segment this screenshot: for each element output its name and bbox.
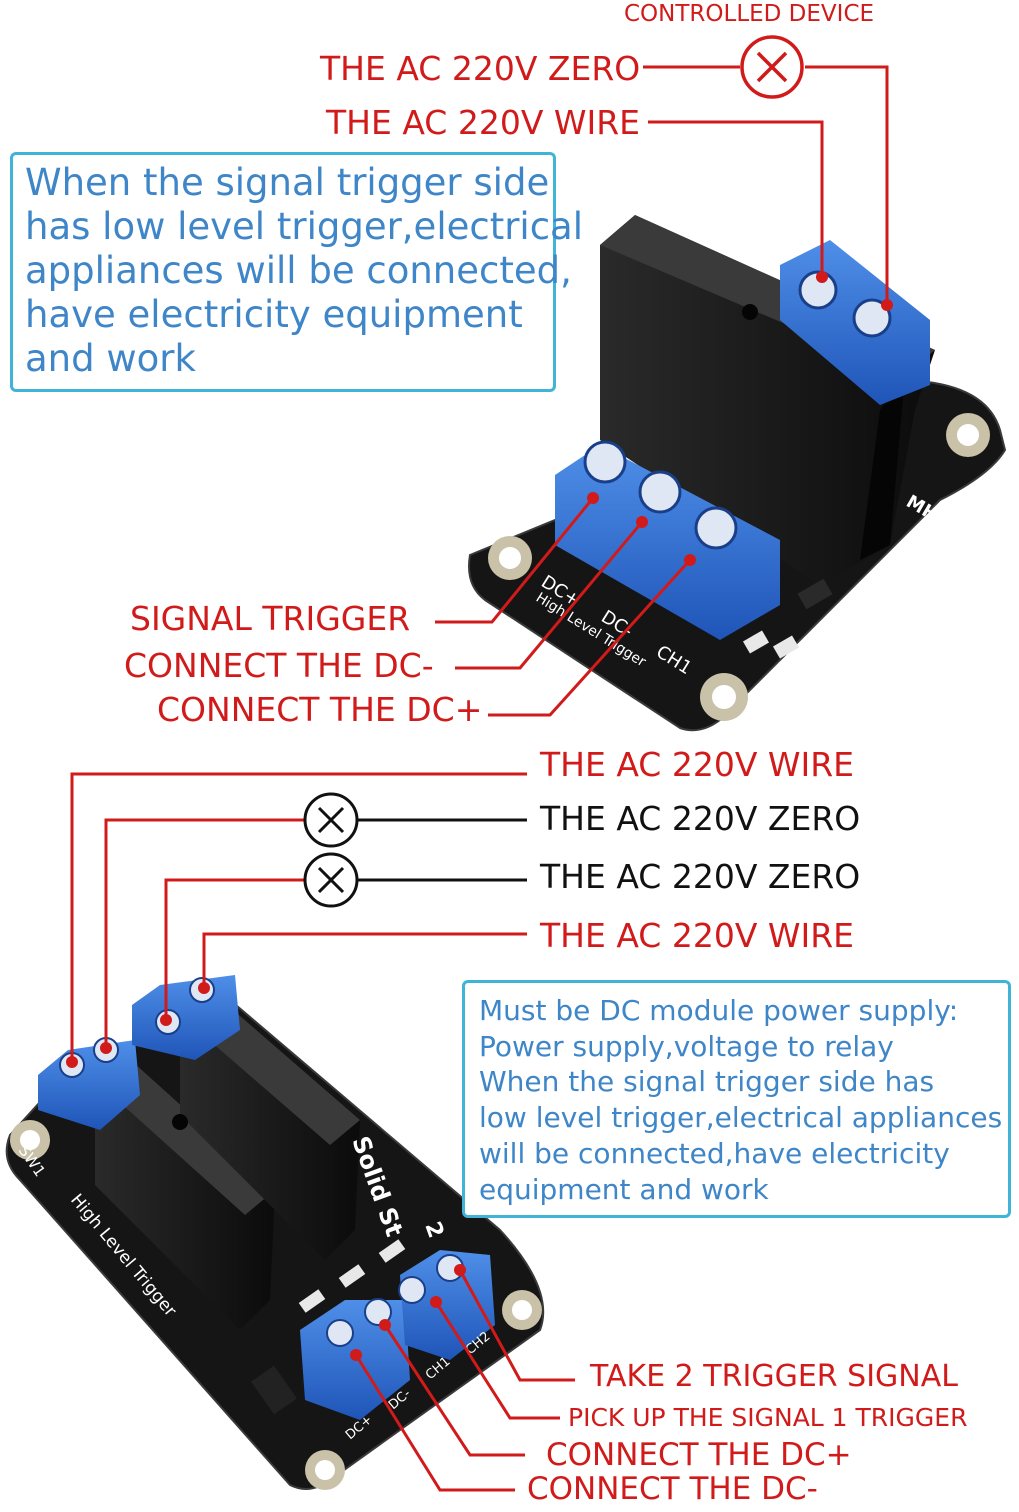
bottom-terminal-dot-4 [198,982,210,994]
bottom-connect-dc-plus-label: CONNECT THE DC+ [546,1437,852,1473]
bottom-ac-wire-label-2: THE AC 220V WIRE [540,916,855,955]
top-terminal-dot-wire [816,271,828,283]
bottom-ac-wire-label-1: THE AC 220V WIRE [540,745,855,784]
bottom-terminal-dot-1 [66,1056,78,1068]
bottom-ssr-relay-2 [180,990,360,1260]
top-relay-module [468,215,1007,732]
bottom-info-line: will be connected,have electricity [479,1136,950,1170]
controlled-device-icon [740,35,804,99]
bottom-dc-terminal-block-2 [400,1250,495,1360]
top-info-line: When the signal trigger side [25,161,550,204]
top-dc-terminal-block [555,445,780,640]
bottom-wires-ac-zero-right [357,818,527,882]
bottom-ac-zero-label-1: THE AC 220V ZERO [540,799,861,838]
top-info-line: appliances will be connected, [25,249,572,292]
top-ac-wire-label: THE AC 220V WIRE [326,103,641,142]
bottom-dot-dc-plus [350,1349,362,1361]
bottom-terminal-dot-3 [160,1014,172,1026]
bottom-info-line: Must be DC module power supply: [479,994,959,1027]
top-info-line: have electricity equipment [25,293,523,336]
bottom-info-line: low level trigger,electrical appliances [479,1101,1003,1135]
bottom-wires-ac [70,772,527,1062]
bottom-ac-zero-label-2: THE AC 220V ZERO [540,857,861,896]
top-info-box: When the signal trigger side has low lev… [10,152,583,392]
top-terminal-dot-dc-plus [684,554,696,566]
bottom-dot-ch2 [454,1264,466,1276]
bottom-info-box: Must be DC module power supply: Power su… [462,980,1011,1218]
bottom-connect-dc-minus-label: CONNECT THE DC- [527,1471,818,1507]
bottom-dot-ch1 [430,1296,442,1308]
top-terminal-dot-dc-minus [636,516,648,528]
bottom-ssr-relay-1 [95,1055,275,1330]
bottom-terminal-dot-2 [100,1042,112,1054]
bottom-info-line: When the signal trigger side has [479,1065,935,1099]
take-2-trigger-label: TAKE 2 TRIGGER SIGNAL [590,1359,958,1394]
bottom-info-line: Power supply,voltage to relay [479,1029,894,1063]
signal-trigger-label: SIGNAL TRIGGER [130,599,411,638]
bottom-info-line: equipment and work [479,1172,769,1206]
top-connect-dc-plus-label: CONNECT THE DC+ [157,690,483,729]
bottom-dot-dc-minus [379,1319,391,1331]
top-ac-zero-label: THE AC 220V ZERO [320,49,641,88]
controlled-device-label: CONTROLLED DEVICE [624,1,875,27]
top-terminal-dot-zero [881,299,893,311]
top-connect-dc-minus-label: CONNECT THE DC- [124,646,434,685]
top-info-line: has low level trigger,electrical [25,205,583,248]
top-wires [435,65,889,717]
load-symbol-2-icon [303,852,359,908]
pick-up-signal-1-label: PICK UP THE SIGNAL 1 TRIGGER [568,1403,968,1432]
bottom-wires-dc [354,1269,575,1492]
top-info-line: and work [25,337,196,380]
load-symbol-1-icon [303,792,359,848]
top-terminal-dot-signal [587,492,599,504]
